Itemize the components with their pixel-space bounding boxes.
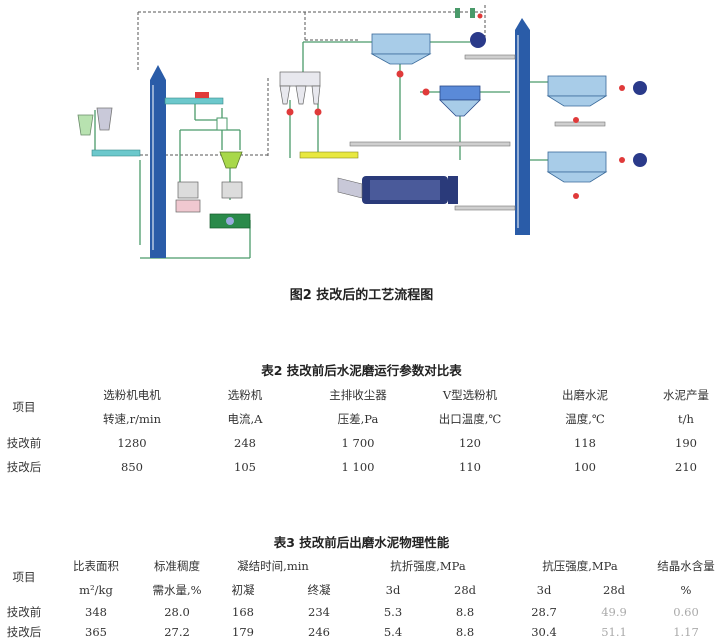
table2-col-header-line1: 选粉机电机 — [103, 388, 161, 402]
bag-dust-collectors — [370, 33, 608, 183]
table2-row-label: 技改前 — [6, 436, 42, 450]
table3-subheader: 28d — [603, 583, 625, 597]
table3-col-header: 标准稠度 — [154, 559, 200, 573]
table2-col-header-line2: 电流,A — [227, 412, 263, 426]
table3-cell: 28.0 — [164, 605, 190, 619]
table2-col-header-line2: 出口温度,℃ — [438, 412, 502, 426]
table3-col-header: 抗压强度,MPa — [542, 559, 618, 573]
table2-cell: 1 100 — [341, 460, 375, 474]
gauge-small — [455, 8, 475, 18]
table3-cell: 28.7 — [531, 605, 557, 619]
table2-cell: 1280 — [117, 436, 147, 450]
table3-subheader: m²/kg — [79, 583, 113, 597]
table2-col-header-line1: 出磨水泥 — [562, 388, 608, 402]
table3-col-header: 比表面积 — [73, 559, 119, 573]
table3-cell: 8.8 — [455, 625, 475, 639]
process-flow-diagram — [77, 5, 647, 259]
table3-cell: 168 — [232, 605, 254, 619]
table2-cell: 248 — [234, 436, 256, 450]
table2-cell: 190 — [675, 436, 697, 450]
feed-hoppers — [77, 107, 141, 157]
table2-col-header-line1: 水泥产量 — [663, 388, 709, 402]
table3-col-header: 抗折强度,MPa — [390, 559, 466, 573]
table2-cell: 105 — [234, 460, 256, 474]
powder-separator — [439, 85, 481, 117]
cyclones — [279, 71, 321, 105]
table2-col-header-line2: t/h — [678, 412, 694, 426]
figure-caption: 图2 技改后的工艺流程图 — [289, 288, 434, 303]
table2-caption: 表2 技改前后水泥磨运行参数对比表 — [261, 363, 462, 378]
table2-cell: 210 — [675, 460, 697, 474]
valves — [286, 13, 579, 199]
table3-cell: 179 — [232, 625, 254, 639]
v-separator — [216, 117, 243, 169]
table3-cell: 246 — [308, 625, 330, 639]
table3-cell: 8.8 — [455, 605, 475, 619]
table3-row-label: 技改前 — [6, 605, 42, 619]
table3-subheader: 需水量,% — [152, 583, 202, 597]
fans — [470, 32, 647, 167]
bucket-elevator-left — [150, 65, 166, 258]
table3-subheader: 初凝 — [231, 583, 255, 597]
table3-subheader: 终凝 — [307, 583, 331, 597]
table2-col-header-line2: 压差,Pa — [337, 412, 379, 426]
ball-mill — [337, 176, 458, 204]
table3-cell: 348 — [85, 605, 107, 619]
table3-cell: 234 — [308, 605, 330, 619]
conveyors — [164, 54, 606, 211]
table3-col-header: 凝结时间,min — [237, 559, 309, 573]
table3-subheader: % — [680, 583, 692, 597]
table3-row-header: 项目 — [12, 570, 36, 584]
table2-col-header-line1: 选粉机 — [227, 388, 263, 402]
table3-caption: 表3 技改前后出磨水泥物理性能 — [273, 535, 450, 550]
table2-cell: 120 — [459, 436, 481, 450]
table2-row-header: 项目 — [12, 400, 36, 414]
table3-cell: 49.9 — [601, 605, 627, 619]
table3-cell: 51.1 — [601, 625, 627, 639]
table2-col-header-line2: 转速,r/min — [102, 412, 162, 426]
table3-row-label: 技改后 — [6, 625, 42, 639]
table3-cell: 1.17 — [673, 625, 699, 639]
table3-subheader: 3d — [385, 583, 401, 597]
table3-cell: 365 — [85, 625, 107, 639]
table3-subheader: 3d — [536, 583, 552, 597]
table2-cell: 100 — [574, 460, 596, 474]
table2-cell: 110 — [459, 460, 481, 474]
table3-cell: 0.60 — [673, 605, 699, 619]
table2-col-header-line2: 温度,℃ — [565, 412, 605, 426]
table2-cell: 1 700 — [341, 436, 375, 450]
table2-cell: 118 — [574, 436, 596, 450]
table3-cell: 27.2 — [164, 625, 190, 639]
bucket-elevator-right — [515, 18, 530, 235]
table2-row-label: 技改后 — [6, 460, 42, 474]
table2-col-header-line1: V型选粉机 — [442, 388, 498, 402]
roller-press — [175, 181, 251, 229]
table2-col-header-line1: 主排收尘器 — [329, 388, 387, 402]
table3-cell: 5.3 — [383, 605, 403, 619]
table3-col-header: 结晶水含量 — [657, 559, 715, 573]
table3-subheader: 28d — [454, 583, 476, 597]
table3-cell: 5.4 — [383, 625, 403, 639]
table2-cell: 850 — [121, 460, 143, 474]
table3-cell: 30.4 — [531, 625, 557, 639]
